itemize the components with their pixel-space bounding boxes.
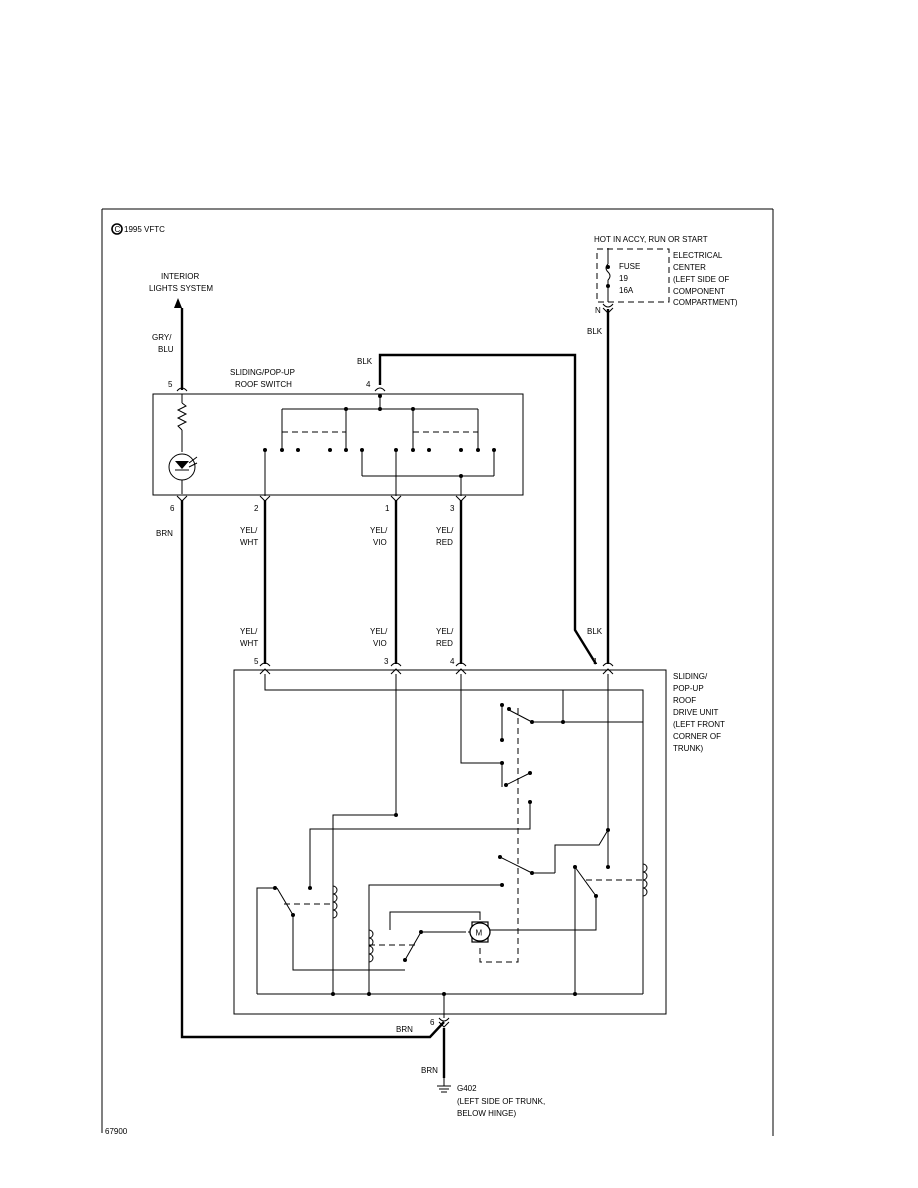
fuse-label-1: FUSE: [619, 262, 640, 271]
switch-junction-dots: [263, 394, 496, 478]
electrical-center-label-3: (LEFT SIDE OF: [673, 275, 729, 284]
drive-internal-wiring: [256, 674, 648, 1018]
drive-unit-label-3: ROOF: [673, 696, 696, 705]
switch-pin-5: 5: [168, 380, 173, 389]
wire-label-blk-top: BLK: [357, 357, 373, 366]
wire-label-yel-red-upper-2: RED: [436, 538, 453, 547]
ground-id: G402: [457, 1084, 477, 1093]
wire-label-yel-red-lower-2: RED: [436, 639, 453, 648]
drive-pin-1: 1: [593, 657, 598, 666]
switch-pin-4: 4: [366, 380, 371, 389]
wire-label-yel-vio-lower-1: YEL/: [370, 627, 388, 636]
fuse-label-3: 16A: [619, 286, 634, 295]
electrical-center-label-4: COMPONENT: [673, 287, 725, 296]
wire-label-gry-blu-2: BLU: [158, 345, 174, 354]
fuse-pin-label: N: [595, 306, 601, 315]
wire-label-gry-blu-1: GRY/: [152, 333, 172, 342]
electrical-center-label-1: ELECTRICAL: [673, 251, 723, 260]
drive-unit-label-5: (LEFT FRONT: [673, 720, 725, 729]
motor-label: M: [476, 929, 483, 938]
roof-switch-label-2: ROOF SWITCH: [235, 380, 292, 389]
drive-unit-label-4: DRIVE UNIT: [673, 708, 718, 717]
wire-label-yel-wht-lower-2: WHT: [240, 639, 258, 648]
switch-connectors: [176, 387, 467, 502]
wire-label-yel-wht-lower-1: YEL/: [240, 627, 258, 636]
drive-unit-label-7: TRUNK): [673, 744, 704, 753]
wire-label-yel-red-lower-1: YEL/: [436, 627, 454, 636]
diagram-frame: [101, 208, 774, 1136]
electrical-center-label-5: COMPARTMENT): [673, 298, 738, 307]
svg-text:C: C: [115, 225, 121, 234]
copyright-text: 1995 VFTC: [124, 225, 165, 234]
wire-label-blk-drive: BLK: [587, 627, 603, 636]
wire-label-yel-wht-upper-1: YEL/: [240, 526, 258, 535]
ground-location-1: (LEFT SIDE OF TRUNK,: [457, 1097, 545, 1106]
wire-label-brn-switch: BRN: [156, 529, 173, 538]
switch-illumination: [168, 394, 198, 494]
wire-label-blk-fuse: BLK: [587, 327, 603, 336]
wire-label-brn-bottom: BRN: [396, 1025, 413, 1034]
drive-junction-dots: [273, 703, 610, 996]
fuse-symbol: [605, 248, 611, 302]
interior-lights-label-1: INTERIOR: [161, 272, 199, 281]
switch-pin-3: 3: [450, 504, 455, 513]
drive-unit-label-1: SLIDING/: [673, 672, 708, 681]
wire-label-yel-wht-upper-2: WHT: [240, 538, 258, 547]
drive-pin-4: 4: [450, 657, 455, 666]
switch-pin-2: 2: [254, 504, 259, 513]
wire-blk: [378, 309, 610, 665]
drive-unit-box: [233, 669, 667, 1015]
drive-pin-5: 5: [254, 657, 259, 666]
drive-unit-label-6: CORNER OF: [673, 732, 721, 741]
interior-lights-arrow: [174, 298, 182, 308]
drive-pin-6: 6: [430, 1018, 435, 1027]
ground-location-2: BELOW HINGE): [457, 1109, 516, 1118]
wire-label-yel-vio-upper-1: YEL/: [370, 526, 388, 535]
ground-symbol: [437, 1078, 451, 1093]
drive-unit-label-2: POP-UP: [673, 684, 704, 693]
wire-label-brn-ground: BRN: [421, 1066, 438, 1075]
switch-pin-1: 1: [385, 504, 390, 513]
drive-pin-3: 3: [384, 657, 389, 666]
electrical-center-label-2: CENTER: [673, 263, 706, 272]
roof-switch-box: [152, 393, 524, 496]
fuse-label-2: 19: [619, 274, 628, 283]
hot-label: HOT IN ACCY, RUN OR START: [594, 235, 708, 244]
wire-label-yel-vio-lower-2: VIO: [373, 639, 387, 648]
copyright-symbol: C: [111, 223, 123, 235]
figure-id: 67900: [105, 1127, 128, 1136]
roof-switch-label-1: SLIDING/POP-UP: [230, 368, 295, 377]
switch-pin-6: 6: [170, 504, 175, 513]
switch-contacts: [264, 396, 495, 496]
interior-lights-label-2: LIGHTS SYSTEM: [149, 284, 213, 293]
motor-symbol: [468, 921, 491, 943]
electrical-center-box: [596, 248, 670, 303]
wire-brn: [180, 500, 446, 1078]
wire-label-yel-vio-upper-2: VIO: [373, 538, 387, 547]
drive-connectors: [259, 662, 614, 1028]
wire-label-yel-red-upper-1: YEL/: [436, 526, 454, 535]
